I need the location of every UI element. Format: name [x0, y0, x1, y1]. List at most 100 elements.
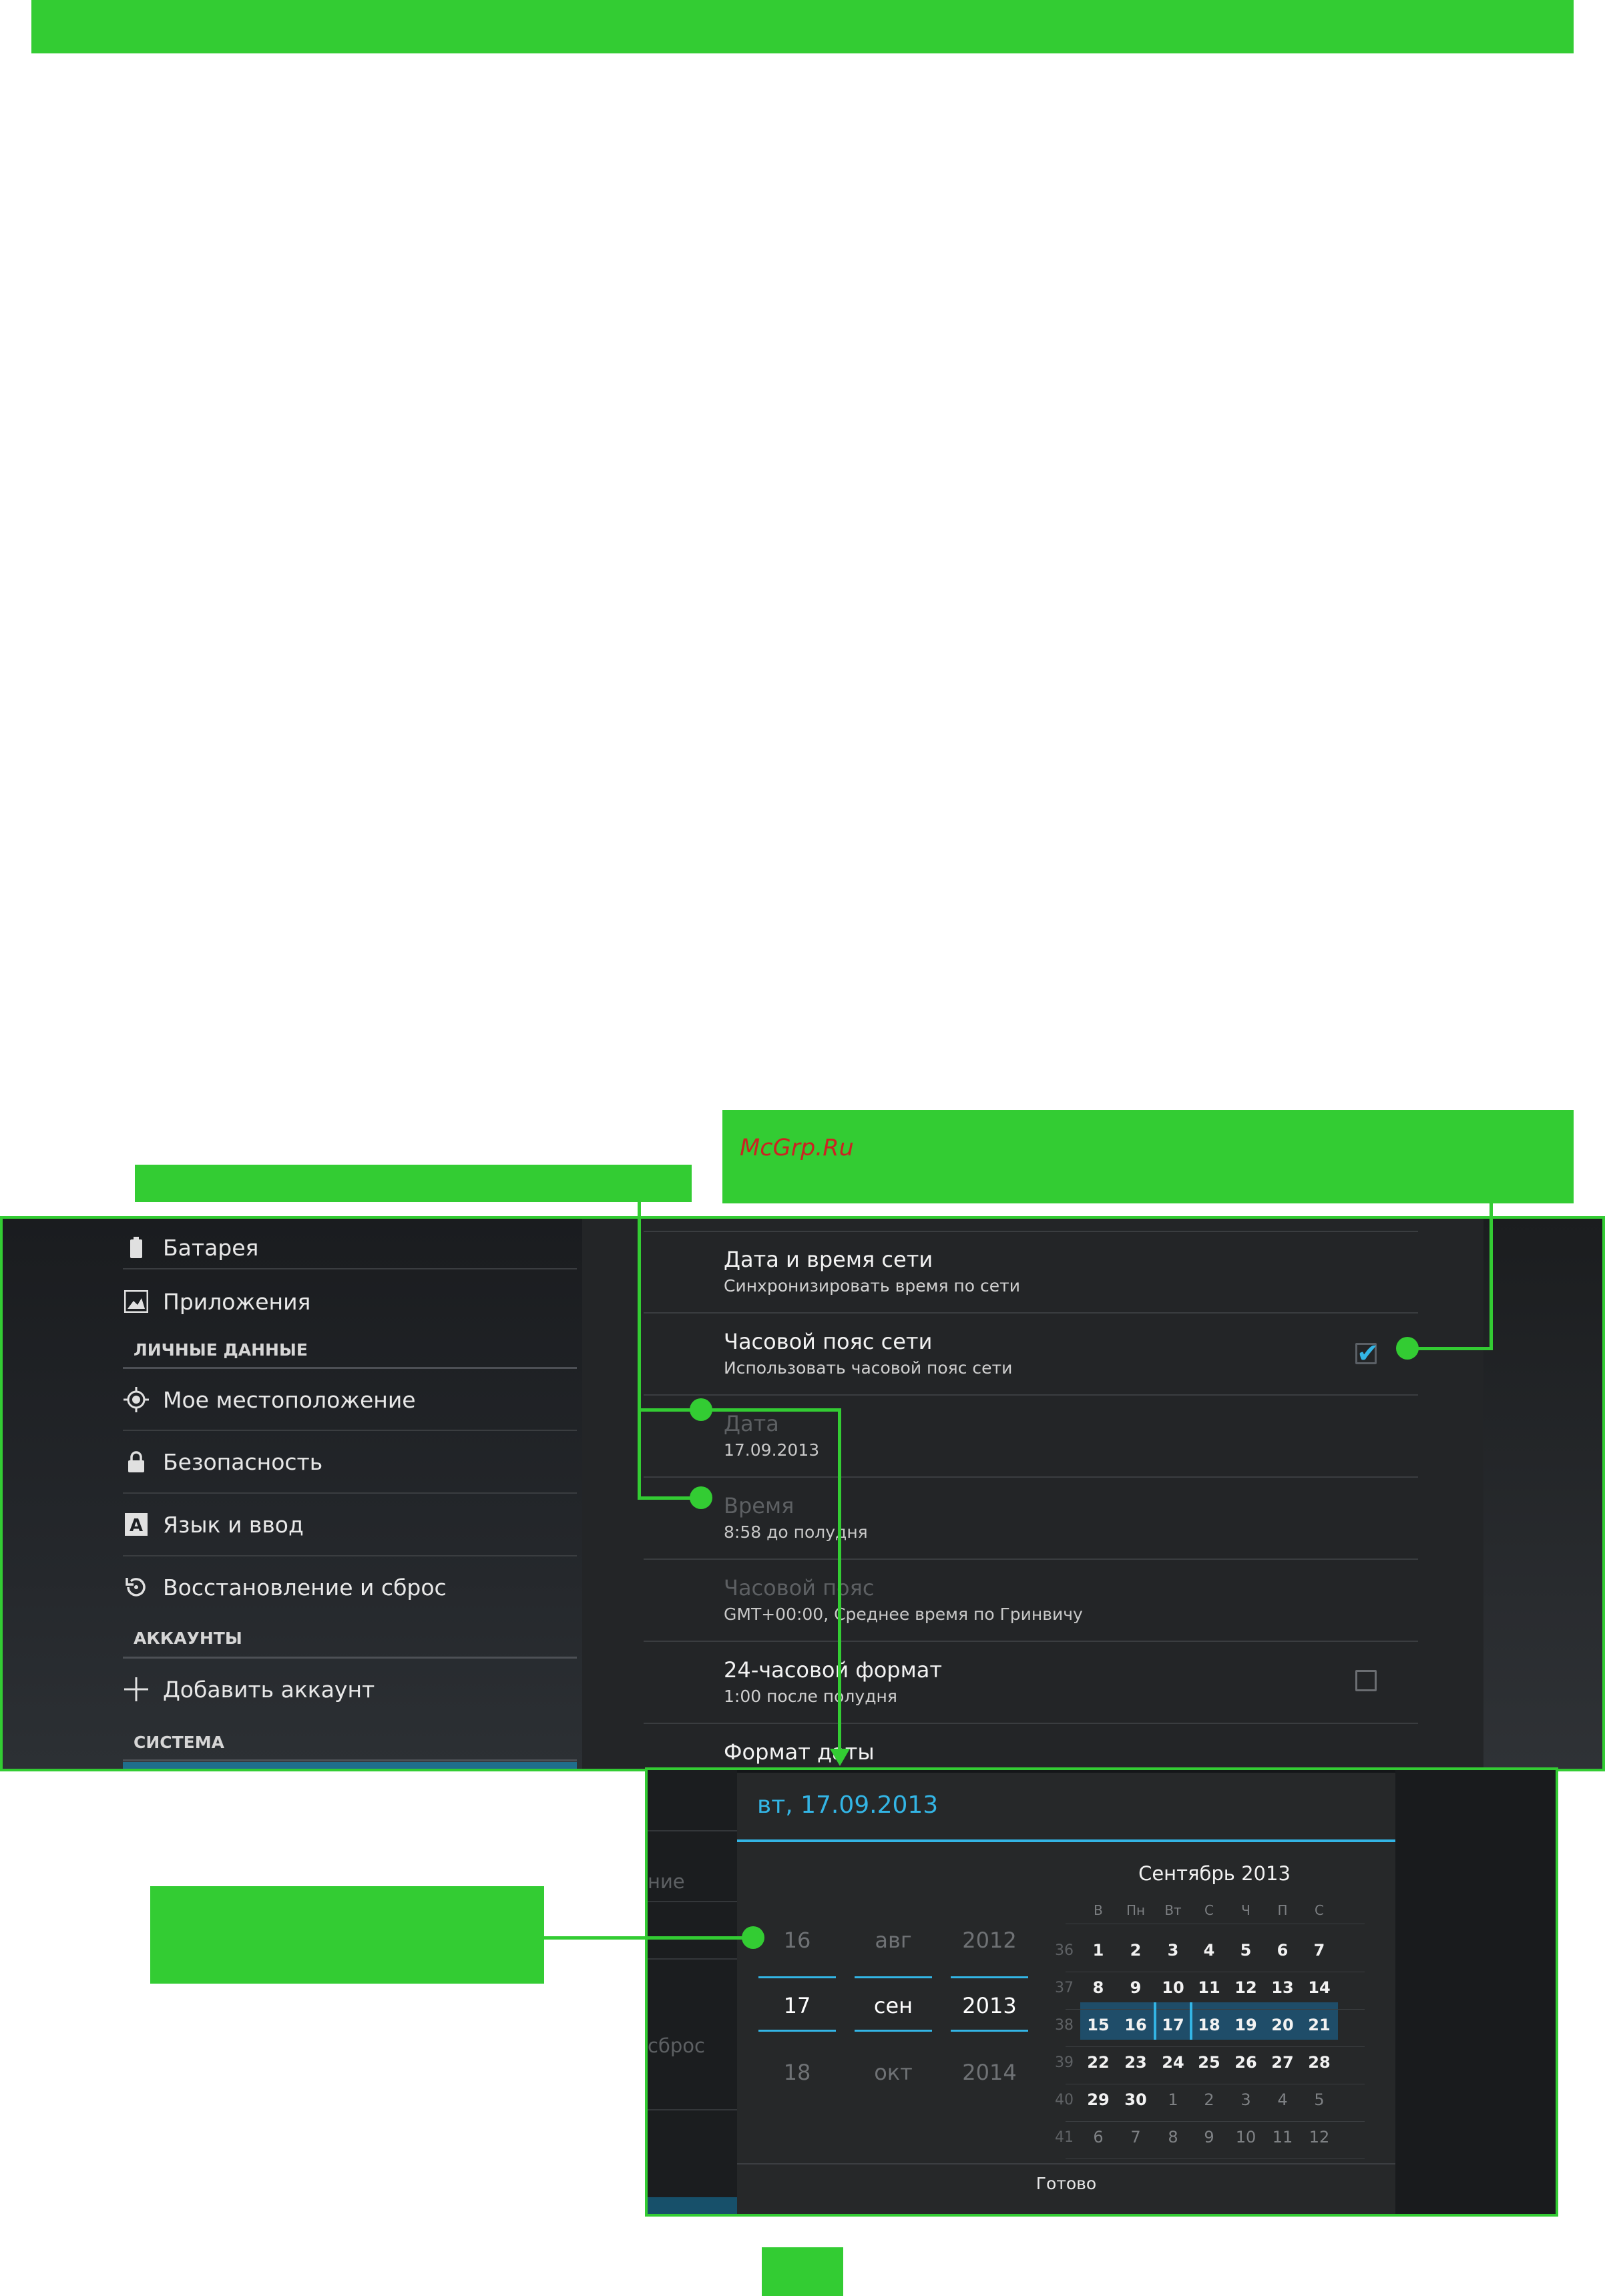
callout-box-left: [135, 1165, 692, 1202]
day-spinner-prev[interactable]: 16: [783, 1928, 811, 1953]
year-spinner-prev[interactable]: 2012: [962, 1928, 1017, 1953]
calendar-day[interactable]: 8: [1092, 1978, 1104, 1997]
calendar-day[interactable]: 28: [1308, 2053, 1331, 2072]
year-spinner-next[interactable]: 2014: [962, 2060, 1017, 2085]
spinner-line: [758, 1976, 836, 1978]
date-picker-screenshot: ние сброс вт, 17.09.2013 16 17 18 авг се…: [645, 1767, 1558, 2217]
calendar-day[interactable]: 15: [1087, 2016, 1110, 2034]
day-spinner-next[interactable]: 18: [783, 2060, 811, 2085]
calendar-day[interactable]: 4: [1203, 1941, 1215, 1960]
calendar-day[interactable]: 3: [1167, 1941, 1179, 1960]
callout-dot: [1396, 1337, 1419, 1360]
calendar-day[interactable]: 27: [1271, 2053, 1294, 2072]
location-icon: [123, 1386, 150, 1413]
calendar-day[interactable]: 22: [1087, 2053, 1110, 2072]
calendar-day[interactable]: 29: [1087, 2090, 1110, 2109]
calendar-day[interactable]: 16: [1124, 2016, 1147, 2034]
pref-timezone[interactable]: Часовой пояс GMT+00:00, Среднее время по…: [724, 1575, 1418, 1624]
calendar-day[interactable]: 10: [1235, 2128, 1256, 2146]
month-spinner-next[interactable]: окт: [874, 2060, 913, 2085]
calendar-day[interactable]: 26: [1234, 2053, 1257, 2072]
pref-24-hour-format[interactable]: 24-часовой формат 1:00 после полудня: [724, 1657, 1418, 1706]
calendar-day[interactable]: 2: [1204, 2090, 1214, 2109]
calendar-day[interactable]: 5: [1240, 1941, 1252, 1960]
calendar-day[interactable]: 1: [1168, 2090, 1178, 2109]
pref-time[interactable]: Время 8:58 до полудня: [724, 1493, 1418, 1542]
sidebar-item-battery[interactable]: Батарея: [123, 1224, 577, 1271]
calendar-day[interactable]: 24: [1162, 2053, 1184, 2072]
calendar-day[interactable]: 14: [1308, 1978, 1331, 1997]
sidebar-item-label: Добавить аккаунт: [163, 1676, 375, 1703]
calendar-day[interactable]: 8: [1168, 2128, 1178, 2146]
calendar-day[interactable]: 9: [1204, 2128, 1214, 2146]
spinner-line: [855, 1976, 932, 1978]
keyboard-icon: A: [123, 1511, 150, 1538]
done-button[interactable]: Готово: [737, 2173, 1395, 2194]
sidebar-item-location[interactable]: Мое местоположение: [123, 1370, 577, 1430]
dialog-title: вт, 17.09.2013: [757, 1791, 939, 1819]
calendar-day[interactable]: 1: [1092, 1941, 1104, 1960]
calendar-day[interactable]: 23: [1124, 2053, 1147, 2072]
pref-summary: Синхронизировать время по сети: [724, 1276, 1020, 1296]
calendar-day[interactable]: 19: [1234, 2016, 1257, 2034]
calendar-day[interactable]: 7: [1313, 1941, 1325, 1960]
calendar-day[interactable]: 11: [1198, 1978, 1220, 1997]
month-spinner-prev[interactable]: авг: [875, 1928, 912, 1953]
pref-date[interactable]: Дата 17.09.2013: [724, 1411, 1418, 1460]
day-spinner-current[interactable]: 17: [783, 1993, 811, 2018]
selected-day-marker: [1190, 2002, 1192, 2040]
pref-summary: GMT+00:00, Среднее время по Гринвичу: [724, 1605, 1083, 1624]
divider: [644, 1231, 1418, 1232]
calendar-day[interactable]: 4: [1277, 2090, 1288, 2109]
sidebar-selected-highlight: [123, 1762, 577, 1769]
sidebar-item-restore[interactable]: Восстановление и сброс: [123, 1556, 577, 1618]
24-hour-format-checkbox[interactable]: [1355, 1670, 1377, 1691]
calendar-day[interactable]: 25: [1198, 2053, 1220, 2072]
calendar-day[interactable]: 7: [1130, 2128, 1141, 2146]
calendar-day[interactable]: 11: [1272, 2128, 1293, 2146]
pref-network-timezone[interactable]: Часовой пояс сети Использовать часовой п…: [724, 1329, 1418, 1378]
sidebar-item-label: Мое местоположение: [163, 1386, 416, 1413]
divider: [648, 1958, 737, 1960]
callout-dot: [690, 1486, 712, 1509]
calendar-day[interactable]: 2: [1130, 1941, 1142, 1960]
callout-line: [1407, 1347, 1493, 1350]
callout-line: [544, 1936, 754, 1940]
divider: [644, 1312, 1418, 1314]
sidebar-item-language[interactable]: A Язык и ввод: [123, 1494, 577, 1555]
calendar-day[interactable]: 6: [1277, 1941, 1289, 1960]
calendar-day[interactable]: 10: [1162, 1978, 1184, 1997]
sidebar-item-add-account[interactable]: Добавить аккаунт: [123, 1659, 577, 1719]
calendar-day[interactable]: 6: [1093, 2128, 1104, 2146]
pref-title: Формат даты: [724, 1739, 875, 1765]
calendar-day[interactable]: 21: [1308, 2016, 1331, 2034]
month-spinner-current[interactable]: сен: [873, 1993, 913, 2018]
divider: [123, 1555, 577, 1556]
network-timezone-checkbox[interactable]: [1355, 1338, 1379, 1369]
calendar-day[interactable]: 17: [1162, 2016, 1184, 2034]
calendar-day[interactable]: 3: [1240, 2090, 1251, 2109]
calendar-day[interactable]: 12: [1234, 1978, 1257, 1997]
week-number: 41: [1055, 2129, 1074, 2146]
section-divider: [123, 1657, 577, 1659]
footer-divider: [737, 2163, 1395, 2165]
calendar-day[interactable]: 9: [1130, 1978, 1142, 1997]
divider: [644, 1476, 1418, 1478]
week-number: 38: [1055, 2017, 1074, 2034]
pref-date-format[interactable]: Формат даты: [724, 1739, 1418, 1765]
sidebar-item-security[interactable]: Безопасность: [123, 1431, 577, 1492]
pref-network-time[interactable]: Дата и время сети Синхронизировать время…: [724, 1247, 1418, 1296]
section-header-personal: ЛИЧНЫЕ ДАННЫЕ: [134, 1340, 308, 1360]
year-spinner-current[interactable]: 2013: [962, 1993, 1017, 2018]
calendar-day[interactable]: 12: [1309, 2128, 1330, 2146]
calendar-day[interactable]: 18: [1198, 2016, 1220, 2034]
divider: [123, 1492, 577, 1494]
apps-icon: [123, 1288, 150, 1315]
calendar-day[interactable]: 5: [1314, 2090, 1325, 2109]
calendar-day[interactable]: 30: [1124, 2090, 1147, 2109]
pref-title: Часовой пояс сети: [724, 1329, 933, 1354]
sidebar-item-apps[interactable]: Приложения: [123, 1273, 577, 1330]
section-header-accounts: АККАУНТЫ: [134, 1629, 242, 1648]
calendar-day[interactable]: 20: [1271, 2016, 1294, 2034]
calendar-day[interactable]: 13: [1271, 1978, 1294, 1997]
